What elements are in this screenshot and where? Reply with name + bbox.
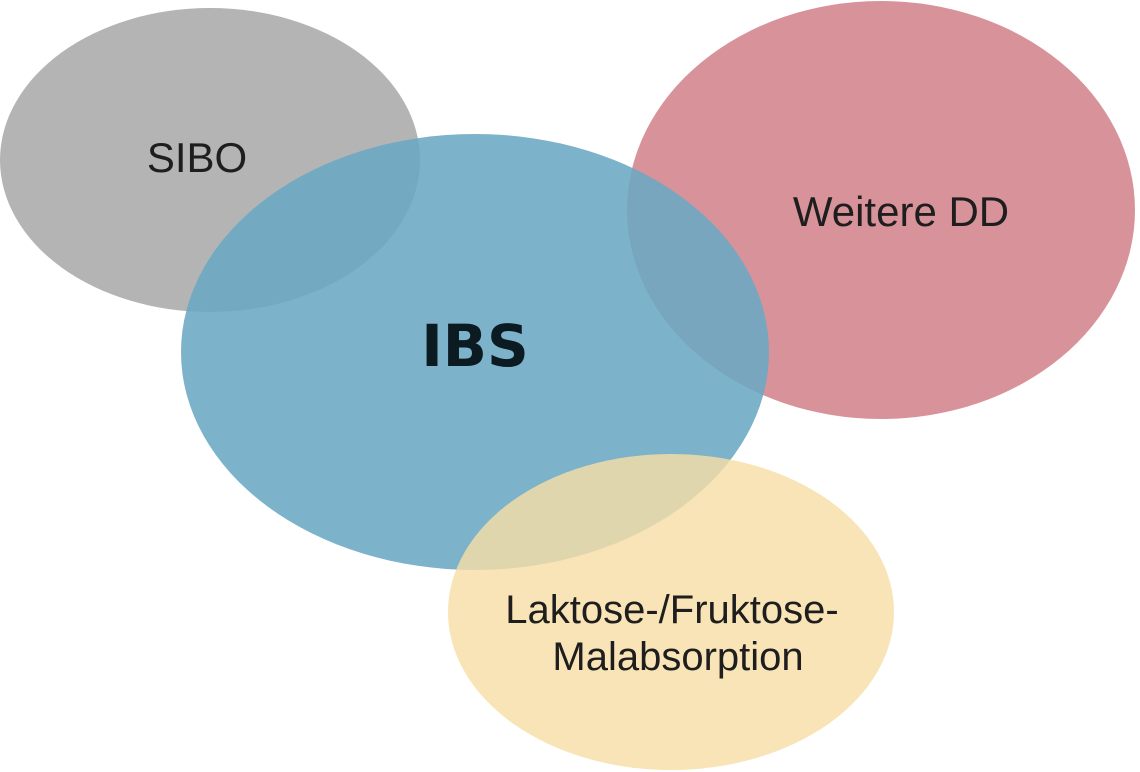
malabsorption-label-line1: Laktose-/Fruktose-	[505, 588, 838, 632]
weitere-dd-label: Weitere DD	[793, 188, 1009, 235]
ibs-label: IBS	[421, 312, 529, 380]
sibo-label: SIBO	[147, 134, 247, 181]
malabsorption-ellipse	[448, 454, 894, 770]
malabsorption-label-line2: Malabsorption	[552, 635, 803, 679]
